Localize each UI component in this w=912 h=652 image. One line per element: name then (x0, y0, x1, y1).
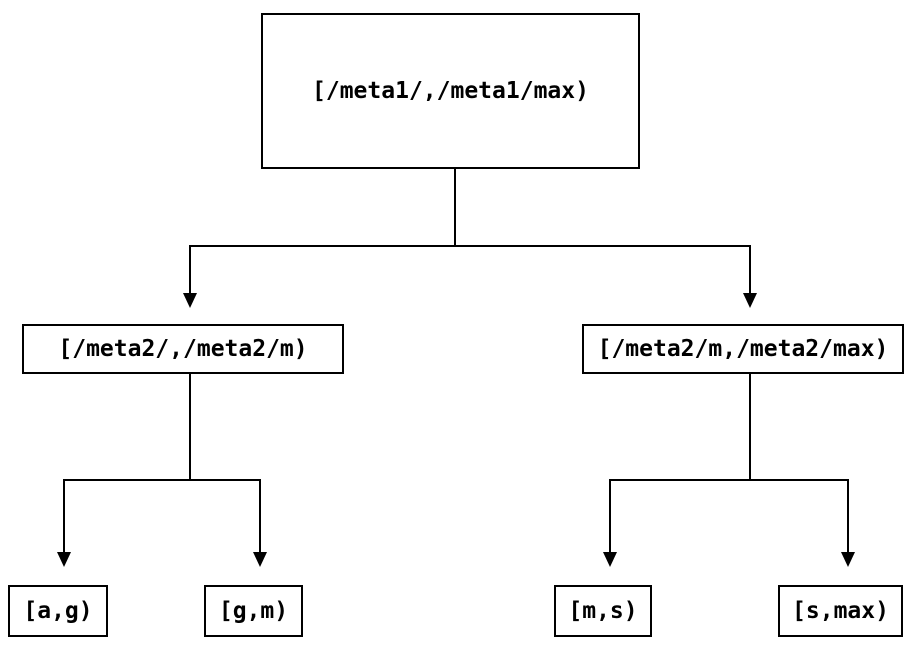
tree-node-leaf-gm: [g,m) (204, 585, 303, 637)
tree-node-leaf-smax: [s,max) (778, 585, 903, 637)
tree-node-label: [a,g) (23, 598, 93, 624)
tree-node-right-child: [/meta2/m,/meta2/max) (582, 324, 904, 374)
tree-node-label: [s,max) (792, 598, 889, 624)
tree-node-root: [/meta1/,/meta1/max) (261, 13, 640, 169)
arrowhead-icon (841, 552, 855, 567)
tree-node-label: [m,s) (568, 598, 638, 624)
tree-node-leaf-ms: [m,s) (554, 585, 652, 637)
tree-node-label: [g,m) (218, 598, 289, 624)
tree-node-label: [/meta2/m,/meta2/max) (597, 336, 889, 362)
arrowhead-icon (743, 293, 757, 308)
arrowhead-icon (603, 552, 617, 567)
tree-node-leaf-ag: [a,g) (8, 585, 108, 637)
arrowhead-icon (253, 552, 267, 567)
tree-node-label: [/meta2/,/meta2/m) (58, 336, 308, 362)
arrowhead-icon (183, 293, 197, 308)
arrowhead-icon (57, 552, 71, 567)
tree-node-left-child: [/meta2/,/meta2/m) (22, 324, 344, 374)
tree-node-label: [/meta1/,/meta1/max) (312, 78, 589, 104)
